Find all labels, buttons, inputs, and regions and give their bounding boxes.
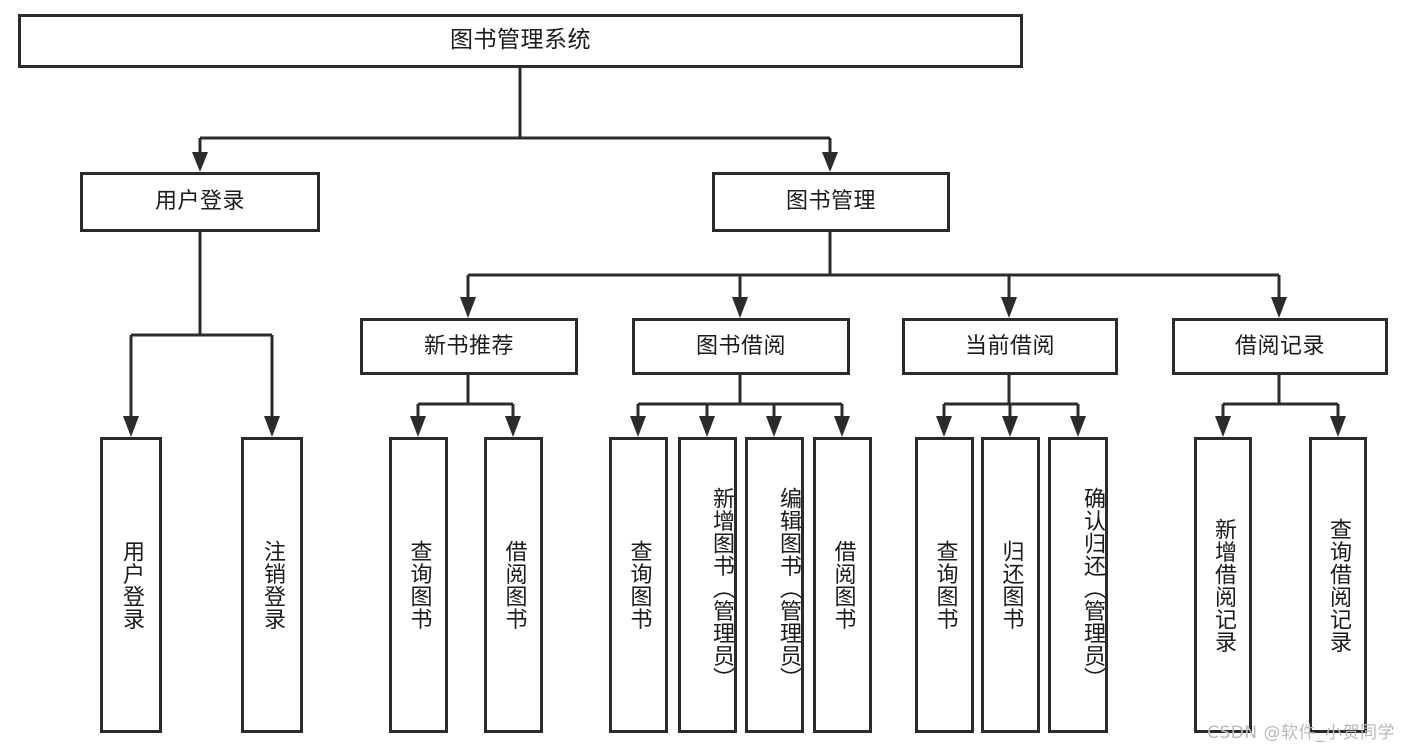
node-leaf-query-book-3-label: 查询图书	[932, 540, 958, 630]
node-leaf-logout-label: 注销登录	[259, 540, 285, 630]
node-leaf-query-book-2[interactable]: 查询图书	[609, 437, 668, 733]
arrow-book-borrow	[732, 297, 748, 318]
node-book-management[interactable]: 图书管理	[712, 172, 950, 232]
arrow-to-book-management	[822, 152, 838, 172]
arrow-leaf-add-book	[699, 416, 715, 437]
node-book-borrow-label: 图书借阅	[695, 333, 786, 359]
node-leaf-return-book[interactable]: 归还图书	[981, 437, 1040, 733]
node-leaf-query-book-2-label: 查询图书	[626, 540, 652, 630]
node-leaf-user-login[interactable]: 用户登录	[100, 437, 162, 733]
arrow-leaf-borrow-book-1	[505, 416, 521, 437]
node-leaf-query-record-label: 查询借阅记录	[1325, 517, 1351, 653]
node-leaf-add-record-label: 新增借阅记录	[1210, 517, 1236, 653]
node-user-login[interactable]: 用户登录	[80, 172, 320, 232]
arrow-leaf-add-record	[1215, 416, 1231, 437]
node-leaf-user-login-label: 用户登录	[118, 540, 144, 630]
arrow-leaf-borrow-book-2	[834, 416, 850, 437]
node-user-login-label: 用户登录	[154, 189, 245, 215]
arrow-leaf-query-book-3	[936, 416, 952, 437]
node-leaf-query-book-1[interactable]: 查询图书	[389, 437, 448, 733]
node-leaf-borrow-book-2[interactable]: 借阅图书	[813, 437, 872, 733]
node-leaf-add-record[interactable]: 新增借阅记录	[1194, 437, 1252, 733]
node-leaf-query-book-3[interactable]: 查询图书	[915, 437, 974, 733]
node-leaf-logout[interactable]: 注销登录	[241, 437, 303, 733]
node-leaf-confirm-return[interactable]: 确认归还（管理员）	[1048, 437, 1108, 733]
arrow-leaf-user-login	[123, 416, 139, 437]
arrow-to-user-login	[192, 152, 208, 172]
arrow-new-book-recommend	[460, 297, 476, 318]
node-leaf-borrow-book-2-label: 借阅图书	[830, 540, 856, 630]
node-borrow-record[interactable]: 借阅记录	[1172, 318, 1388, 375]
node-root-system[interactable]: 图书管理系统	[18, 14, 1023, 68]
arrow-leaf-logout	[264, 416, 280, 437]
node-book-borrow[interactable]: 图书借阅	[632, 318, 850, 375]
node-leaf-borrow-book-1[interactable]: 借阅图书	[484, 437, 543, 733]
node-leaf-edit-book-label: 编辑图书（管理员）	[776, 486, 801, 690]
arrow-borrow-record	[1271, 297, 1287, 318]
arrow-leaf-edit-book	[766, 416, 782, 437]
node-book-management-label: 图书管理	[785, 189, 876, 215]
node-leaf-query-record[interactable]: 查询借阅记录	[1309, 437, 1367, 733]
node-leaf-confirm-return-label: 确认归还（管理员）	[1080, 486, 1105, 690]
node-current-borrow[interactable]: 当前借阅	[902, 318, 1118, 375]
node-leaf-return-book-label: 归还图书	[998, 540, 1024, 630]
node-leaf-borrow-book-1-label: 借阅图书	[501, 540, 527, 630]
csdn-watermark: CSDN @软件_小贺同学	[1207, 723, 1395, 743]
arrow-leaf-query-record	[1330, 416, 1346, 437]
arrow-current-borrow	[1001, 297, 1017, 318]
node-borrow-record-label: 借阅记录	[1234, 333, 1325, 359]
node-leaf-add-book[interactable]: 新增图书（管理员）	[678, 437, 737, 733]
arrow-leaf-query-book-1	[410, 416, 426, 437]
node-root-label: 图书管理系统	[450, 27, 591, 54]
node-leaf-edit-book[interactable]: 编辑图书（管理员）	[745, 437, 804, 733]
node-new-book-recommend[interactable]: 新书推荐	[360, 318, 578, 375]
node-new-book-recommend-label: 新书推荐	[423, 333, 514, 359]
arrow-leaf-confirm-return	[1070, 416, 1086, 437]
arrow-leaf-query-book-2	[630, 416, 646, 437]
node-leaf-add-book-label: 新增图书（管理员）	[709, 486, 734, 690]
node-leaf-query-book-1-label: 查询图书	[406, 540, 432, 630]
arrow-leaf-return-book	[1002, 416, 1018, 437]
node-current-borrow-label: 当前借阅	[964, 333, 1055, 359]
